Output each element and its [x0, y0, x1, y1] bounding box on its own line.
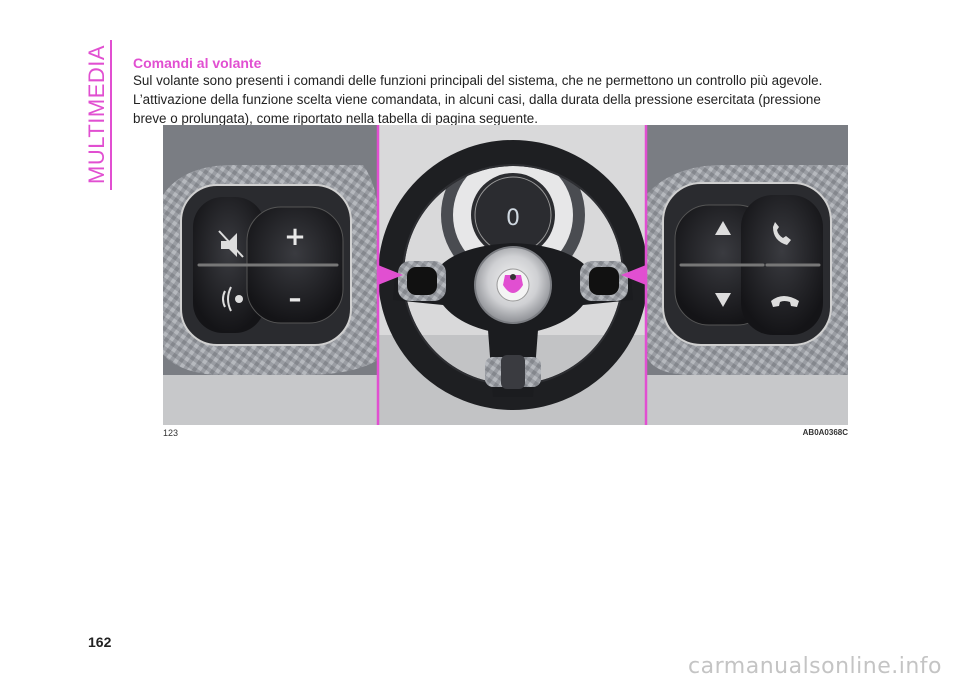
- figure-number: 123: [163, 428, 179, 438]
- arrow-down-icon: [715, 293, 731, 307]
- arrow-up-icon: [715, 221, 731, 235]
- steering-wheel-figure: + – 0: [163, 125, 848, 425]
- left-control-panel: + –: [163, 125, 378, 425]
- section-title: Comandi al volante: [133, 55, 262, 71]
- volume-up-label: +: [284, 222, 306, 252]
- voice-command-icon: [222, 286, 243, 312]
- chapter-tab-label: MULTIMEDIA: [84, 44, 109, 184]
- gauge-readout: 0: [506, 206, 520, 231]
- figure-code: AB0A0368C: [802, 428, 848, 437]
- mute-icon: [218, 230, 244, 258]
- phone-answer-icon: [773, 222, 791, 245]
- steering-wheel-illustration: + – 0: [163, 125, 848, 425]
- chapter-tab: MULTIMEDIA: [80, 44, 110, 184]
- section-paragraph: Sul volante sono presenti i comandi dell…: [133, 73, 823, 126]
- right-control-panel: [646, 125, 848, 425]
- phone-hangup-icon: [771, 296, 799, 307]
- volume-down-label: –: [289, 284, 302, 314]
- chapter-divider: [110, 40, 112, 190]
- center-wheel-panel: 0: [378, 125, 648, 425]
- page-number: 162: [88, 634, 112, 650]
- watermark: carmanualsonline.info: [688, 654, 942, 679]
